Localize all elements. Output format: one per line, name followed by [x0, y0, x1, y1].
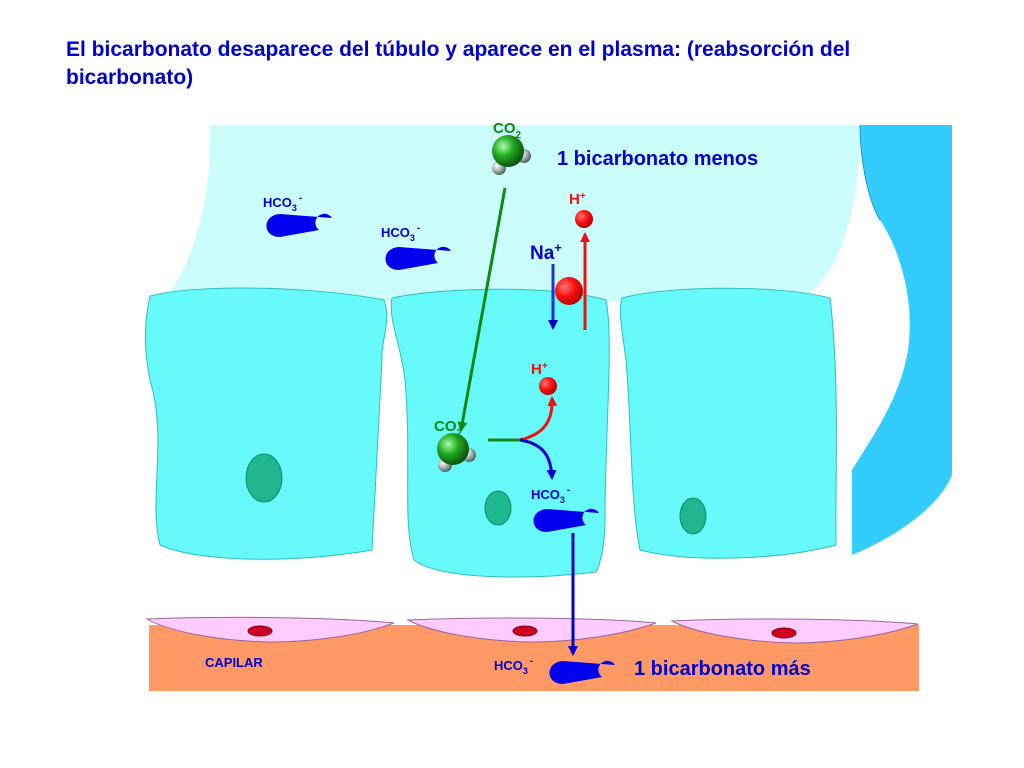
hco3-ion-icon	[385, 246, 451, 270]
hco3-lumen-label-1: HCO3-	[263, 193, 302, 213]
nucleus-middle	[484, 490, 512, 526]
hco3-ion-icon	[533, 508, 599, 532]
bicarbonato-menos-label: 1 bicarbonato menos	[557, 148, 758, 170]
na-h-exchanger-icon	[555, 277, 583, 305]
epithelial-cell-right	[619, 287, 837, 559]
hco3-plasma-label: HCO3-	[494, 656, 533, 676]
slide-title: El bicarbonato desaparece del túbulo y a…	[66, 38, 851, 89]
tubular-lumen	[170, 125, 860, 307]
co2-molecule-icon	[492, 135, 531, 175]
capilar-label: CAPILAR	[205, 655, 263, 670]
h-formation-arrow	[519, 396, 558, 442]
hco3-ion-icon	[549, 660, 615, 684]
epithelial-cell-left	[144, 287, 388, 560]
h-lumen-label: H+	[569, 191, 586, 208]
h-ion-icon	[539, 377, 557, 395]
red-blood-cell	[247, 625, 273, 637]
co2-molecule-icon	[437, 433, 476, 472]
hco3-ion-icon	[266, 213, 332, 237]
nucleus-right	[679, 497, 707, 535]
co2-cell-label: CO2	[434, 418, 463, 439]
h-ion-icon	[575, 210, 593, 228]
na-label: Na+	[530, 240, 562, 264]
nucleus-left	[245, 453, 283, 503]
hco3-cell-label: HCO3-	[531, 485, 570, 505]
tubule-wall	[852, 125, 952, 555]
hco3-lumen-label-2: HCO3-	[381, 223, 420, 243]
red-blood-cell	[512, 625, 538, 637]
co2-diffusion-arrow	[457, 187, 507, 432]
hco3-formation-arrow	[519, 438, 557, 480]
co2-lumen-label: CO2	[493, 120, 522, 141]
epithelial-cell-middle	[390, 288, 610, 578]
bicarbonato-mas-label: 1 bicarbonato más	[634, 658, 811, 680]
red-blood-cell	[771, 627, 797, 639]
h-cell-label: H+	[531, 361, 548, 378]
